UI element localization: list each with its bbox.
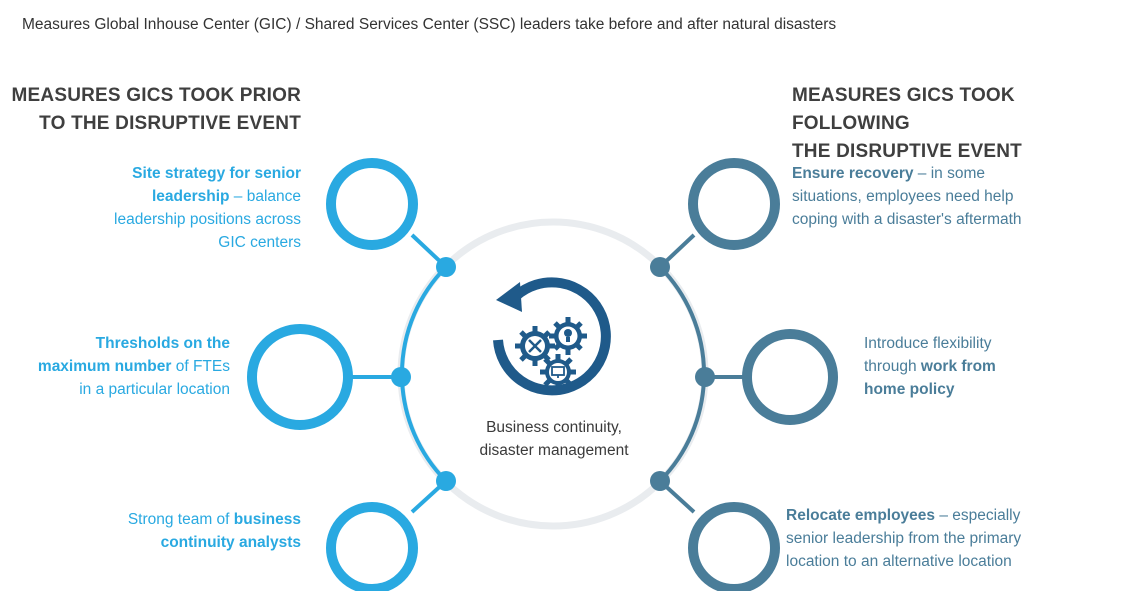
bold-text: continuity analysts xyxy=(160,534,301,551)
measure-line: through work from xyxy=(864,355,996,378)
measure-line: home policy xyxy=(864,378,996,401)
right-dot-2 xyxy=(695,367,715,387)
measure-line: Site strategy for senior xyxy=(114,162,301,185)
measure-line: senior leadership from the primary xyxy=(786,527,1021,550)
lightbulb-gear-icon xyxy=(549,317,587,355)
right-node-2 xyxy=(742,329,838,425)
right-dot-1 xyxy=(650,257,670,277)
monitor-gear-icon xyxy=(540,354,576,390)
measure-line: Strong team of business xyxy=(128,508,301,531)
measure-line: Introduce flexibility xyxy=(864,332,996,355)
text: location to an alternative location xyxy=(786,553,1012,570)
before-measure-thresholds: Thresholds on the maximum number of FTEs i… xyxy=(38,332,230,401)
text: in a particular location xyxy=(79,381,230,398)
measure-line: GIC centers xyxy=(114,231,301,254)
text: Strong team of xyxy=(127,511,234,528)
text: of FTEs xyxy=(171,358,230,375)
measure-line: continuity analysts xyxy=(128,531,301,554)
bold-text: Ensure recovery xyxy=(792,165,914,182)
measure-line: leadership – balance xyxy=(114,185,301,208)
text: senior leadership from the primary xyxy=(786,530,1022,547)
cycle-arrow-icon xyxy=(493,277,611,396)
measure-line: location to an alternative location xyxy=(786,550,1021,573)
measure-line: in a particular location xyxy=(38,378,230,401)
after-heading: MEASURES GICS TOOK FOLLOWING THE DISRUPT… xyxy=(792,85,1022,162)
after-measure-work-from-home: Introduce flexibility through work from ho… xyxy=(864,332,996,401)
left-node-2 xyxy=(247,324,353,430)
text: situations, employees need help xyxy=(792,188,1014,205)
left-dot-2 xyxy=(391,367,411,387)
measure-line: maximum number of FTEs xyxy=(38,355,230,378)
bold-text: business xyxy=(233,511,301,528)
left-dot-1 xyxy=(436,257,456,277)
bold-text: Site strategy for senior xyxy=(132,165,301,182)
bold-text: home policy xyxy=(864,381,955,398)
measure-line: situations, employees need help xyxy=(792,185,1022,208)
bold-text: Relocate employees xyxy=(786,507,936,524)
text: coping with a disaster's aftermath xyxy=(792,211,1022,228)
before-heading: MEASURES GICS TOOK PRIOR TO THE DISRUPTI… xyxy=(11,85,301,134)
bold-text: leadership xyxy=(151,188,230,205)
bold-text: Thresholds on the xyxy=(95,335,230,352)
page-title: Measures Global Inhouse Center (GIC) / S… xyxy=(22,16,837,33)
text: GIC centers xyxy=(218,234,301,251)
measure-line: Ensure recovery – in some xyxy=(792,162,1022,185)
left-node-3 xyxy=(326,502,418,591)
measure-line: Relocate employees – especially xyxy=(786,504,1021,527)
text: – especially xyxy=(935,507,1021,524)
after-measure-relocate-employees: Relocate employees – especially senior le… xyxy=(786,504,1021,573)
measure-line: leadership positions across xyxy=(114,208,301,231)
right-node-3 xyxy=(688,502,780,591)
left-dot-3 xyxy=(436,471,456,491)
text: – balance xyxy=(229,188,301,205)
after-measure-ensure-recovery: Ensure recovery – in some situations, emp… xyxy=(792,162,1022,231)
text: leadership positions across xyxy=(114,211,301,228)
before-measure-continuity-team: Strong team of business continuity analys… xyxy=(128,508,301,554)
left-node-1 xyxy=(326,158,418,250)
measure-line: Thresholds on the xyxy=(38,332,230,355)
bold-text: work from xyxy=(920,358,996,375)
text: through xyxy=(864,358,921,375)
right-dot-3 xyxy=(650,471,670,491)
text: Introduce flexibility xyxy=(864,335,992,352)
center-label: Business continuity, disaster management xyxy=(479,419,629,459)
text: – in some xyxy=(913,165,986,182)
measure-line: coping with a disaster's aftermath xyxy=(792,208,1022,231)
right-node-1 xyxy=(688,158,780,250)
tools-gear-icon xyxy=(515,326,555,366)
before-measure-site-strategy: Site strategy for senior leadership – bal… xyxy=(114,162,301,254)
bold-text: maximum number xyxy=(37,358,172,375)
